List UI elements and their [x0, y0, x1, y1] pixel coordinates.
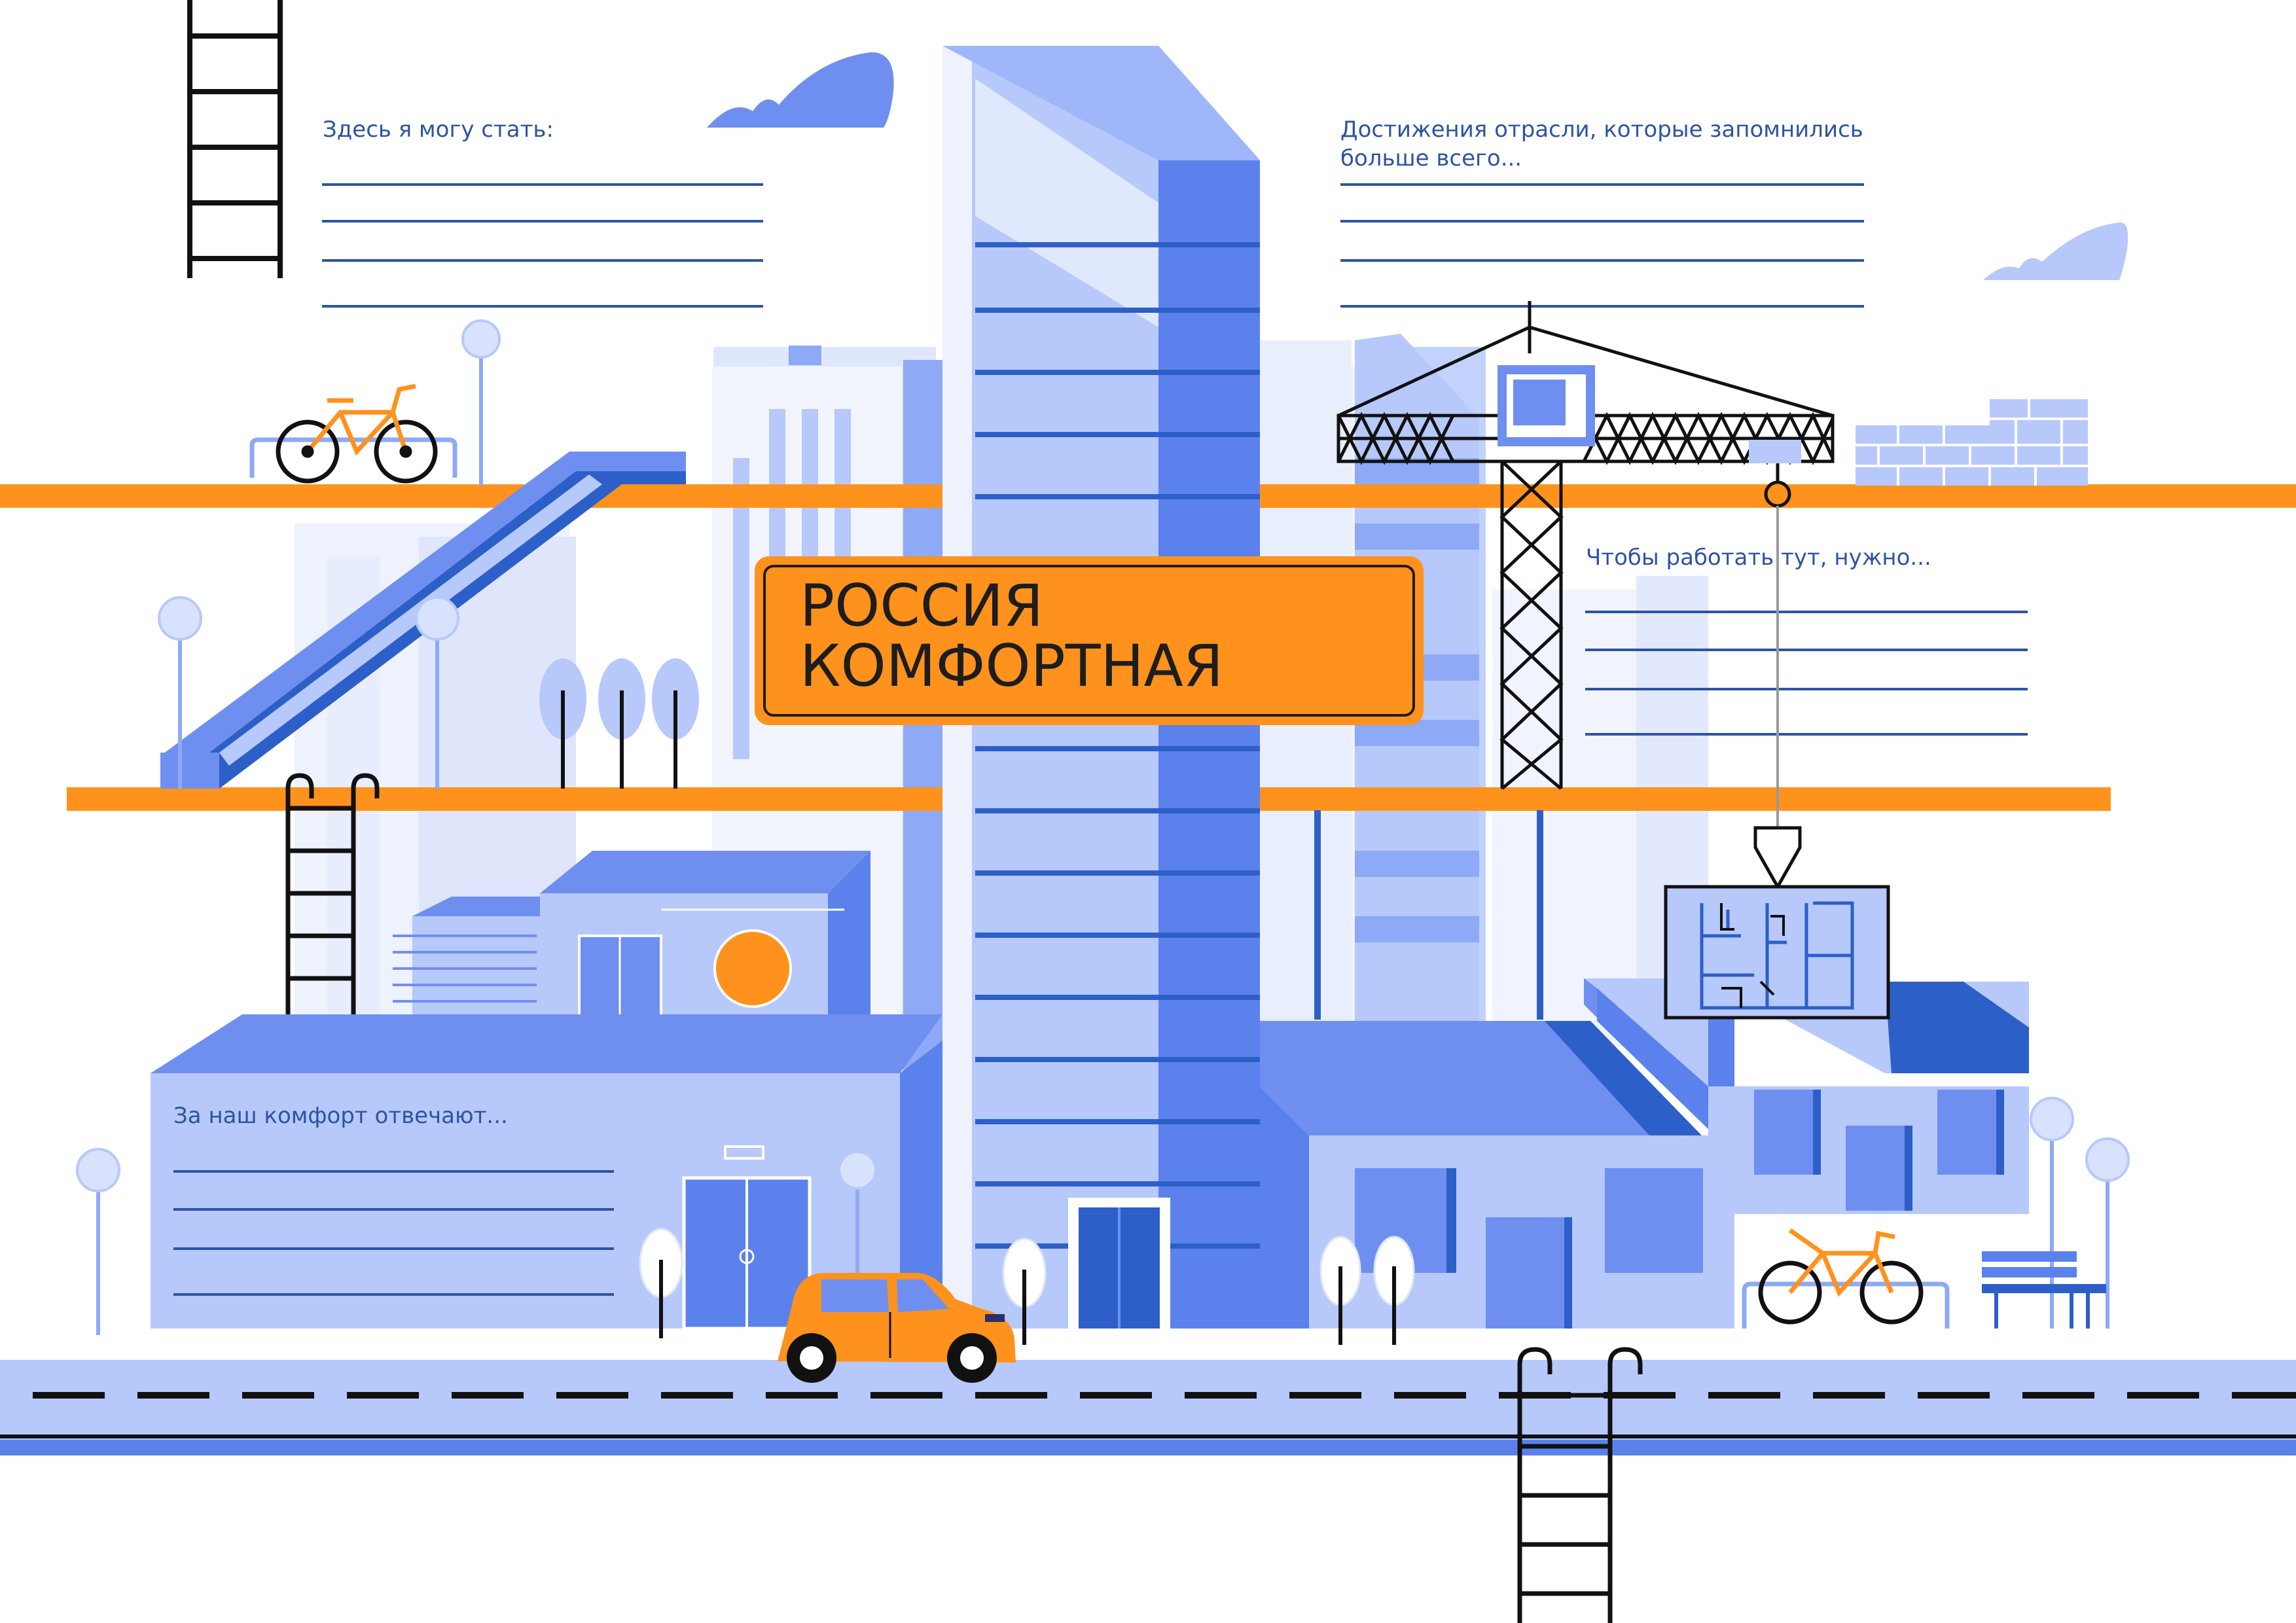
tree-icon: [539, 658, 586, 789]
tree-icon: [598, 658, 645, 789]
streetlight-icon: [158, 596, 202, 789]
write-in-lines: [173, 1170, 614, 1296]
title-sign: [755, 556, 1424, 725]
lower-left-building: [151, 851, 942, 1330]
tree-icon: [652, 658, 699, 789]
streetlight-icon: [76, 1148, 120, 1335]
streetlight-icon: [415, 596, 459, 789]
crane-cabin: [1498, 365, 1595, 446]
tree-icon: [639, 1228, 683, 1338]
crane-hook: [1749, 440, 1802, 891]
streetlight-icon: [2030, 1097, 2074, 1329]
prompt-comfort: За наш комфорт отвечают...: [173, 1103, 508, 1129]
bicycle-icon: [249, 383, 457, 484]
streetlight-icon: [461, 319, 501, 486]
cloud-icon: [1983, 223, 2128, 280]
blueprint-icon: [1664, 885, 1890, 1020]
road: [0, 1360, 2296, 1455]
title-line-2: КОМФОРТНАЯ: [800, 632, 1224, 700]
tree-icon: [1002, 1238, 1047, 1345]
title-line-1: РОССИЯ: [800, 572, 1044, 639]
vent-stripes: [393, 935, 537, 1003]
ladder-icon: [1517, 1347, 1643, 1623]
streetlight-icon: [2085, 1137, 2130, 1329]
ladder-icon: [285, 773, 380, 1047]
title-sign-text: РОССИЯ КОМФОРТНАЯ: [800, 576, 1223, 696]
orange-floor: [0, 484, 2296, 811]
prompt-to-work: Чтобы работать тут, нужно...: [1586, 544, 1931, 571]
tower-door[interactable]: [1068, 1198, 1170, 1329]
bicycle-icon: [1742, 1228, 1950, 1329]
cloud-icon: [707, 52, 894, 128]
ladder-icon: [187, 0, 283, 278]
support-pillars: [1314, 810, 1543, 1020]
prompt-achievements: Достижения отрасли, которые запомнились …: [1340, 116, 1863, 171]
car-icon[interactable]: [778, 1273, 1016, 1383]
brick-wall-icon: [1856, 399, 2088, 486]
bench-icon: [1982, 1251, 2106, 1329]
tree-icon: [1319, 1236, 1361, 1345]
prompt-can-become: Здесь я могу стать:: [323, 116, 554, 143]
tree-icon: [1373, 1236, 1415, 1345]
write-in-lines: [322, 183, 2028, 736]
